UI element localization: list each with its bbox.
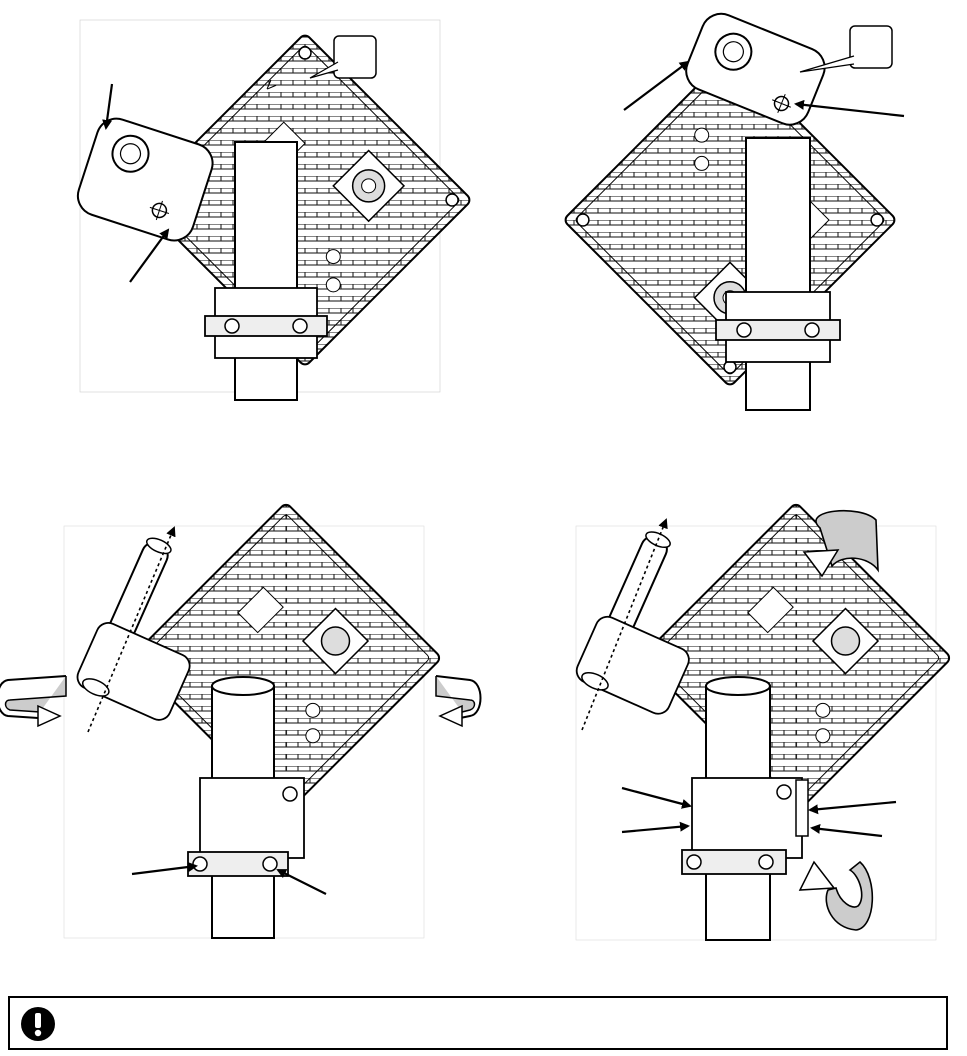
arrow-2: [622, 826, 688, 832]
pole: [746, 138, 810, 410]
callout-box: [850, 26, 892, 68]
panel-top-left: V: [60, 20, 480, 400]
pole-clamp: [205, 288, 327, 358]
diagram-top-left: V: [60, 20, 480, 400]
rotate-right-arrow: [436, 676, 481, 726]
diagram-top-right: [560, 20, 960, 410]
pole: [235, 142, 297, 400]
diagram-bottom-right: [560, 510, 960, 945]
arrow-2: [796, 104, 904, 116]
arrow-2: [130, 230, 168, 282]
pole-clamp: [716, 292, 840, 362]
pole-clamp: [682, 778, 808, 874]
pole-clamp: [188, 778, 304, 876]
rotate-left-arrow: [0, 676, 66, 726]
arrow-2: [278, 870, 326, 894]
panel-top-right: [560, 20, 960, 410]
tilt-down-arrow: [800, 862, 872, 930]
panel-bottom-left: [0, 518, 480, 943]
diagram-bottom-left: [0, 518, 480, 943]
callout-box: [334, 36, 376, 78]
panel-bottom-right: [560, 510, 960, 945]
exclamation-icon: [20, 1006, 56, 1042]
arrow-4: [812, 828, 882, 836]
arrow-1: [132, 866, 196, 874]
arrow-1: [624, 62, 688, 110]
caution-note: [8, 996, 948, 1050]
arrow-3: [810, 802, 896, 810]
arrow-1: [622, 788, 690, 806]
